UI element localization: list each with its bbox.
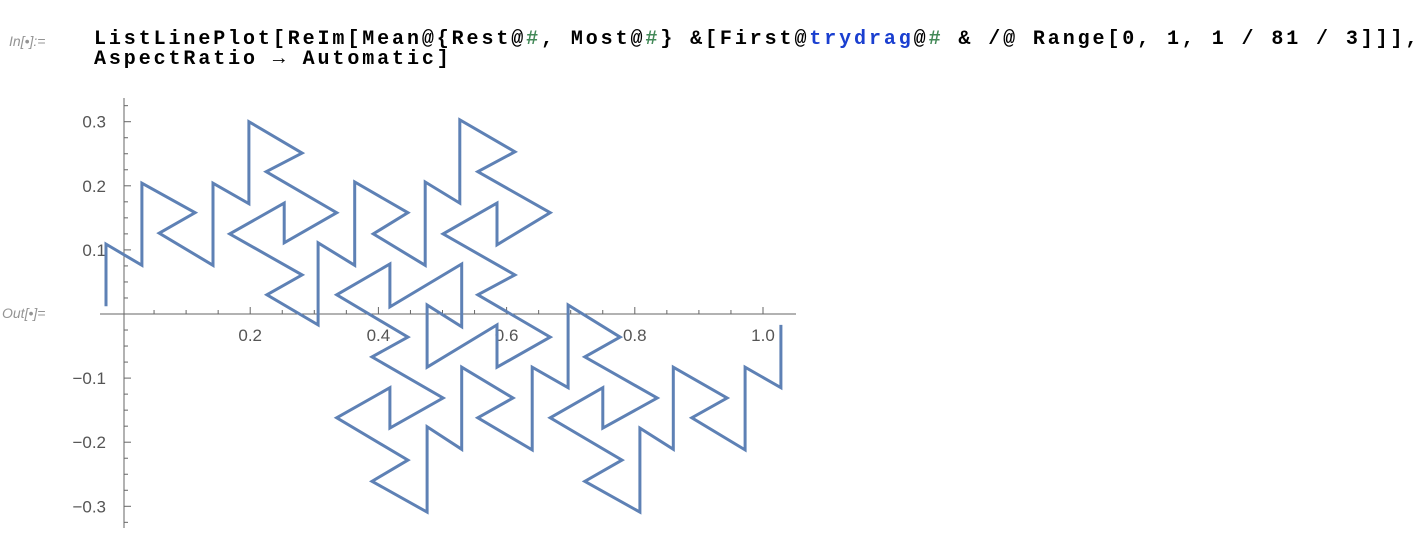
x-tick-label: 0.8: [623, 326, 647, 345]
x-tick-label: 1.0: [751, 326, 775, 345]
y-tick-label: 0.1: [82, 241, 106, 260]
input-code-line-1[interactable]: ListLinePlot[ReIm[Mean@{Rest@#, Most@#} …: [94, 30, 1420, 50]
code-token: , Most: [541, 28, 631, 51]
code-token: ListLinePlot[ReIm[Mean: [94, 28, 422, 51]
slot-token: #: [526, 28, 542, 51]
y-tick-label: −0.2: [72, 433, 106, 452]
code-token: @: [913, 28, 929, 51]
code-token: & /@ Range[0, 1, 1 / 81 / 3]]],: [943, 28, 1421, 51]
x-tick-label: 0.4: [367, 326, 391, 345]
input-label: In[•]:=: [9, 33, 46, 49]
code-token: @: [794, 28, 810, 51]
y-tick-label: −0.1: [72, 369, 106, 388]
y-tick-label: −0.3: [72, 497, 106, 516]
y-tick-label: 0.3: [82, 113, 106, 132]
y-tick-label: 0.2: [82, 177, 106, 196]
user-symbol-token: trydrag: [809, 28, 914, 51]
output-label: Out[•]=: [2, 305, 46, 321]
code-token: } &[First: [660, 28, 795, 51]
code-token: @: [630, 28, 646, 51]
input-code-line-2[interactable]: AspectRatio → Automatic]: [94, 48, 452, 71]
code-token: @: [511, 28, 527, 51]
x-tick-label: 0.6: [495, 326, 519, 345]
code-token: @: [421, 28, 437, 51]
series-line: [104, 117, 783, 515]
slot-token: #: [645, 28, 661, 51]
code-token: {Rest: [436, 28, 512, 51]
x-tick-label: 0.2: [238, 326, 262, 345]
slot-token: #: [928, 28, 944, 51]
